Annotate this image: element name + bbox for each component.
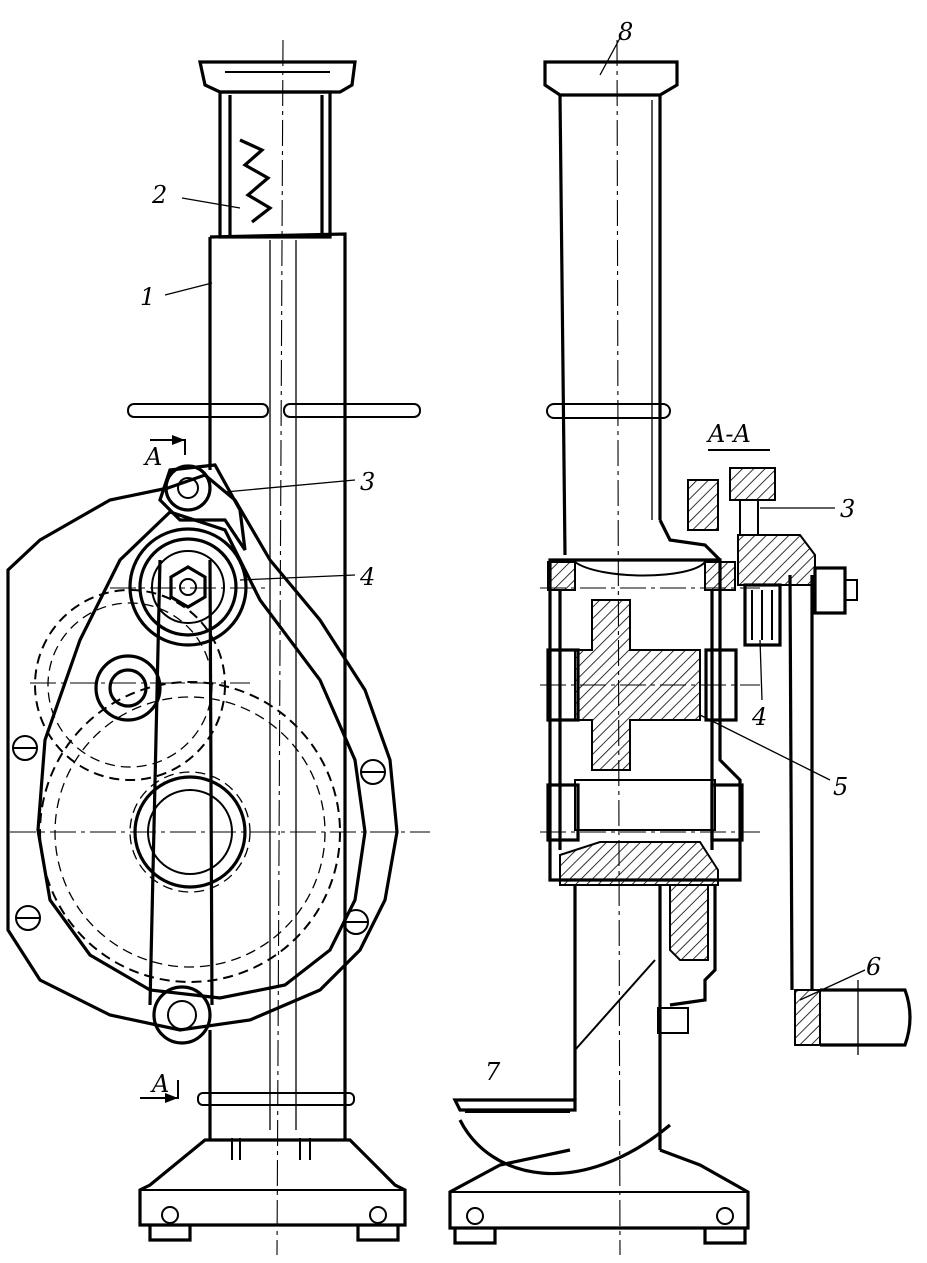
right-claw-curve	[458, 1119, 672, 1176]
right-gear-boss-right	[704, 648, 738, 722]
left-lever-pivot-inner	[167, 1000, 197, 1030]
left-ratchet-shaft	[179, 578, 197, 596]
left-gear-main-dashed	[39, 681, 341, 983]
right-lower-gear-box	[574, 779, 716, 831]
right-gear-boss-left	[546, 648, 580, 722]
right-lower-hatch	[669, 884, 709, 961]
left-rack-teeth	[239, 138, 273, 224]
left-base-collar	[197, 1092, 355, 1106]
label-section-a-top: A	[143, 443, 162, 471]
leader-4-right	[759, 639, 763, 701]
left-gear-main-dashed-inner	[54, 696, 326, 968]
left-lever-arm-left	[148, 559, 162, 1006]
right-tube-left	[558, 94, 567, 556]
left-base-ribs	[231, 1138, 311, 1160]
right-gear-section	[574, 599, 701, 771]
left-ratchet-nut	[169, 565, 207, 609]
left-pawl-pivot	[164, 464, 212, 512]
leader-3-left	[224, 479, 356, 493]
leader-4-left	[239, 574, 356, 581]
label-4-right: 4	[751, 703, 767, 731]
right-housing-hatch-bottom	[559, 841, 719, 886]
left-gear-mid-dashed-inner	[47, 602, 213, 768]
leader-2	[181, 197, 241, 209]
right-housing-hatch-2	[704, 561, 736, 591]
right-bracket-hatch	[687, 479, 719, 531]
left-pinion-boss	[94, 654, 162, 722]
left-rack-sleeve	[218, 90, 332, 239]
left-head-cap	[198, 60, 357, 94]
right-lower-housing	[669, 885, 717, 1007]
leader-6	[799, 969, 866, 1001]
right-crank-nut	[813, 566, 847, 615]
left-lever-arm-right	[208, 559, 214, 1006]
right-crank-arm-left	[788, 574, 794, 991]
right-gearbox-top-curve	[574, 561, 706, 577]
right-view	[448, 37, 912, 1256]
right-base	[448, 1148, 750, 1230]
leader-1	[164, 282, 213, 296]
leader-5	[699, 714, 831, 781]
right-pawl-bolt-stem	[739, 499, 759, 536]
right-lower-boss-left	[546, 783, 580, 842]
right-housing-hatch-1	[547, 561, 576, 591]
left-ratchet-wheel-inner	[151, 550, 225, 624]
label-5: 5	[833, 773, 848, 801]
left-pawl	[158, 463, 247, 551]
right-ratchet-wheel	[743, 583, 782, 647]
left-gear-mid-dashed	[34, 589, 226, 781]
right-pawl-bolt-hatch	[729, 467, 776, 501]
right-lower-boss-right	[710, 783, 744, 842]
left-base	[138, 1138, 407, 1227]
label-section-a-bottom: A	[150, 1070, 169, 1098]
left-main-hub-inner	[147, 789, 233, 875]
left-main-hub	[133, 775, 247, 889]
left-collar-right	[283, 403, 421, 418]
right-ratchet-housing-hatch	[737, 534, 816, 586]
right-claw-plate	[452, 1098, 577, 1112]
leader-8	[599, 37, 621, 76]
left-view	[6, 39, 430, 1256]
right-base-feet	[453, 1207, 747, 1245]
right-lower-bolt	[657, 1007, 689, 1034]
right-claw-diagonal	[574, 959, 656, 1051]
left-ratchet-wheel-outer	[128, 527, 248, 647]
left-gearbox-cover	[36, 510, 367, 1000]
label-3-right: 3	[840, 495, 855, 523]
left-vertical-centerline	[276, 39, 284, 1256]
label-6: 6	[866, 953, 881, 981]
label-2: 2	[151, 181, 167, 209]
left-gear-hub-dashed	[129, 771, 251, 893]
right-crank-grip-hatch	[794, 989, 821, 1046]
left-collar-left	[127, 403, 269, 418]
right-collar	[546, 403, 671, 419]
part-labels: 2 1 A 3 4 A 8 A-A 3 4 5 6 7	[140, 18, 881, 1098]
label-4-left: 4	[359, 563, 375, 591]
left-gearbox-housing	[6, 473, 399, 1032]
section-arrow-top-head	[172, 435, 185, 445]
right-crank-grip	[820, 988, 912, 1047]
label-8: 8	[618, 18, 633, 46]
left-pawl-pivot-inner	[177, 477, 199, 499]
left-outer-tube-right	[209, 232, 347, 1140]
label-7: 7	[485, 1058, 501, 1086]
left-lever-pivot	[152, 985, 212, 1045]
right-head-cap	[543, 60, 679, 97]
left-pinion-bore	[108, 668, 148, 708]
right-bracket-line	[658, 519, 722, 562]
label-1: 1	[140, 283, 155, 311]
label-3-left: 3	[360, 468, 375, 496]
left-bolts	[12, 735, 386, 935]
section-arrow-bottom-head	[165, 1093, 178, 1103]
left-ratchet-wheel	[138, 537, 238, 637]
label-section-title: A-A	[706, 420, 751, 448]
right-crank-shaft-end	[844, 579, 858, 601]
left-base-feet	[148, 1206, 400, 1242]
